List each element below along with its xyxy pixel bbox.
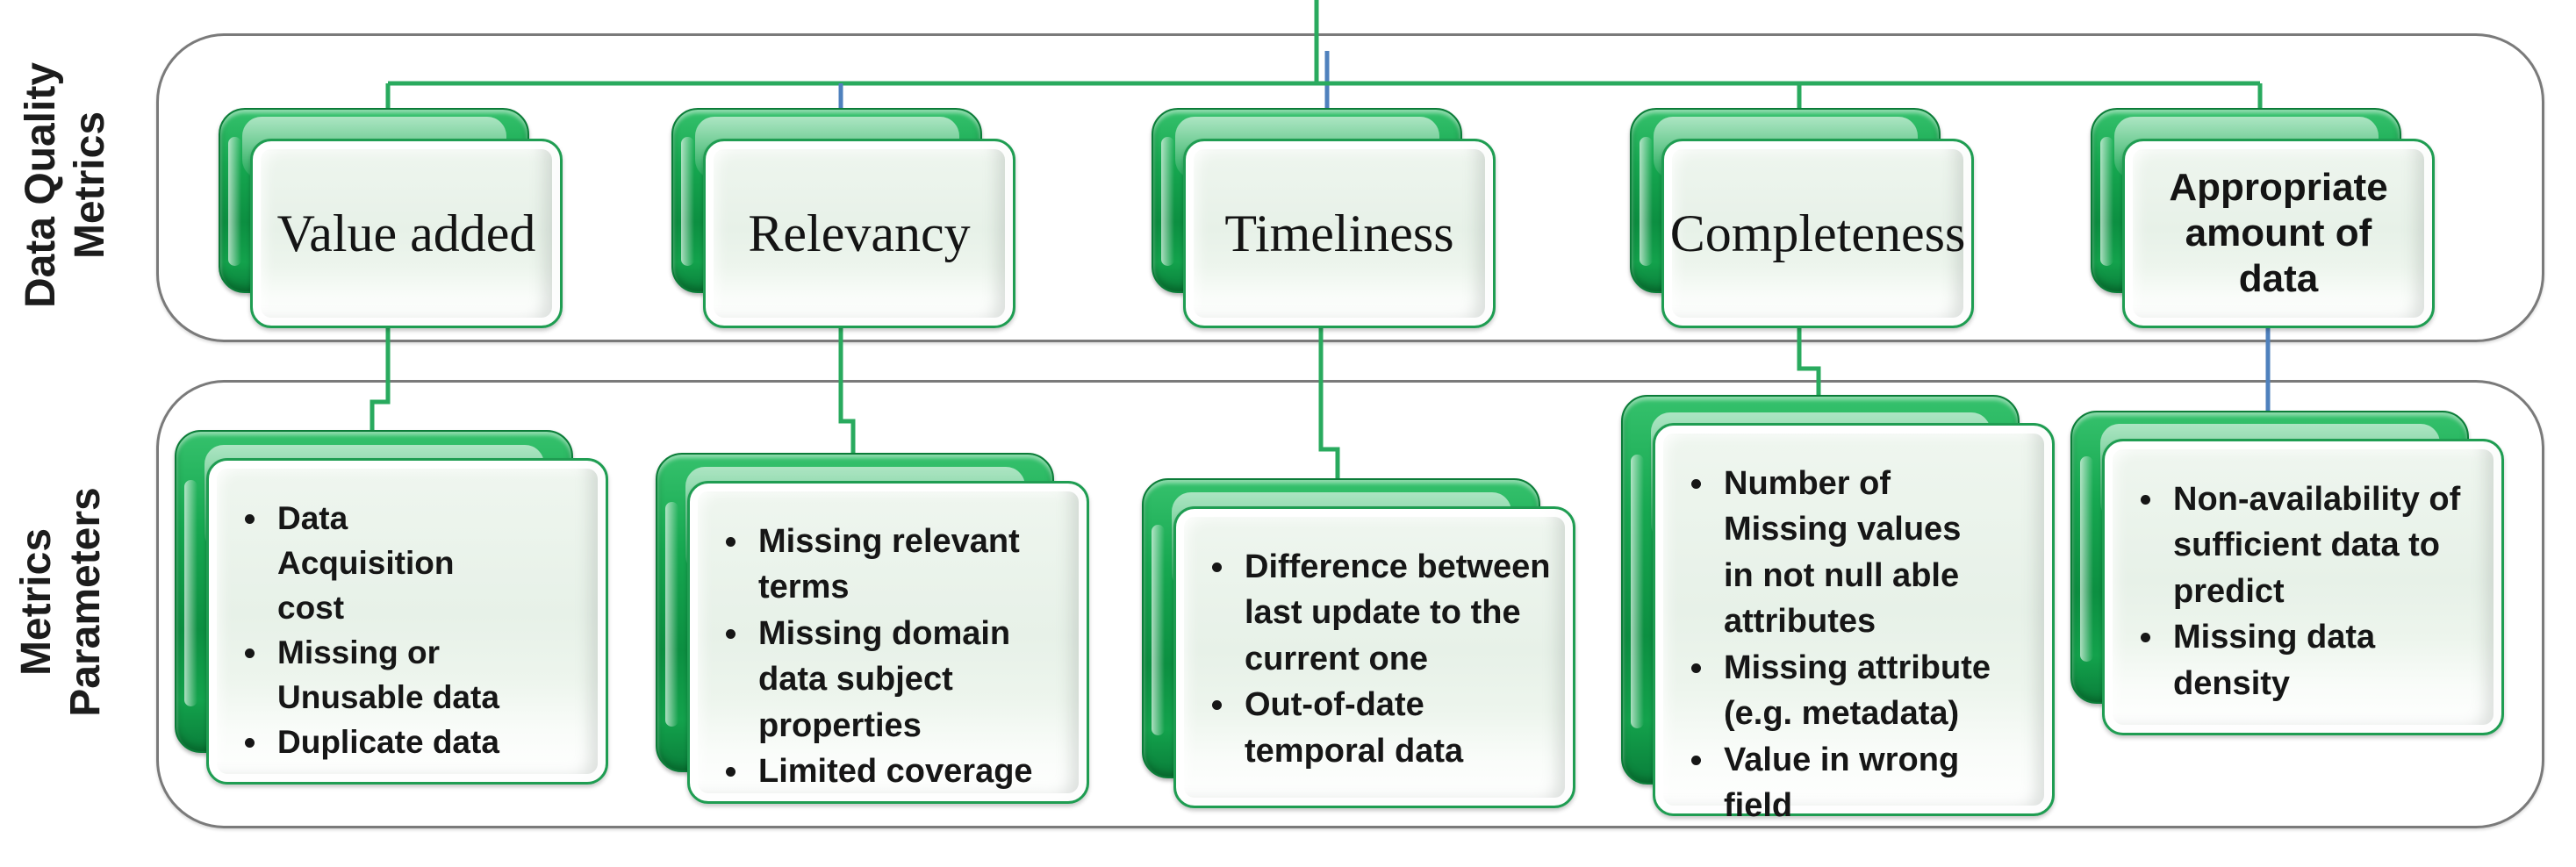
connector-timeliness-params xyxy=(1318,321,1340,482)
parameter-item: Missing domain data subject properties xyxy=(751,611,1054,749)
box-front-panel: Relevancy xyxy=(703,139,1015,328)
box-front-panel: Appropriate amount of data xyxy=(2122,139,2435,328)
box-front-panel: Number of Missing values in not null abl… xyxy=(1653,423,2055,824)
box-front-panel: Data Acquisition costMissing or Unusable… xyxy=(206,458,608,785)
parameter-item: Missing relevant terms xyxy=(751,519,1054,611)
parameters-list: Difference between last update to the cu… xyxy=(1176,509,1571,774)
metric-label: Completeness xyxy=(1669,204,1966,262)
parameter-item: Number of Missing values in not null abl… xyxy=(1717,461,1993,645)
parameters-list: Data Acquisition costMissing or Unusable… xyxy=(209,461,529,764)
box-front-panel: Value added xyxy=(250,139,563,328)
parameters-list: Non-availability of sufficient data to p… xyxy=(2105,441,2491,706)
parameter-item: Non-availability of sufficient data to p… xyxy=(2166,476,2473,614)
metric-label: Timeliness xyxy=(1224,204,1454,262)
box-front-panel: Completeness xyxy=(1661,139,1974,328)
parameter-item: Out-of-date temporal data xyxy=(1238,682,1553,774)
parameter-item: Missing attribute (e.g. metadata) xyxy=(1717,645,1993,737)
connector-completeness-params xyxy=(1797,321,1821,398)
parameter-item: Difference between last update to the cu… xyxy=(1238,544,1553,682)
parameter-item: Duplicate data xyxy=(270,720,512,764)
box-front-panel: Timeliness xyxy=(1183,139,1496,328)
parameter-item: Missing or Unusable data xyxy=(270,630,512,720)
parameter-item: Data Acquisition cost xyxy=(270,496,512,630)
box-front-panel: Missing relevant termsMissing domain dat… xyxy=(687,481,1089,804)
parameters-list: Missing relevant termsMissing domain dat… xyxy=(690,484,1072,795)
metric-label: Appropriate amount of data xyxy=(2169,166,2388,300)
parameters-list: Number of Missing values in not null abl… xyxy=(1655,426,2011,829)
metric-label: Value added xyxy=(276,204,536,262)
box-front-panel: Non-availability of sufficient data to p… xyxy=(2102,439,2504,735)
parameter-item: Limited coverage xyxy=(751,749,1054,794)
parameter-item: Value in wrong field xyxy=(1717,737,1993,829)
connector-relevancy-params xyxy=(838,321,856,456)
metric-label: Relevancy xyxy=(748,204,971,262)
parameter-item: Missing data density xyxy=(2166,614,2473,706)
connector-value-added-params xyxy=(370,321,391,434)
box-front-panel: Difference between last update to the cu… xyxy=(1173,506,1575,808)
